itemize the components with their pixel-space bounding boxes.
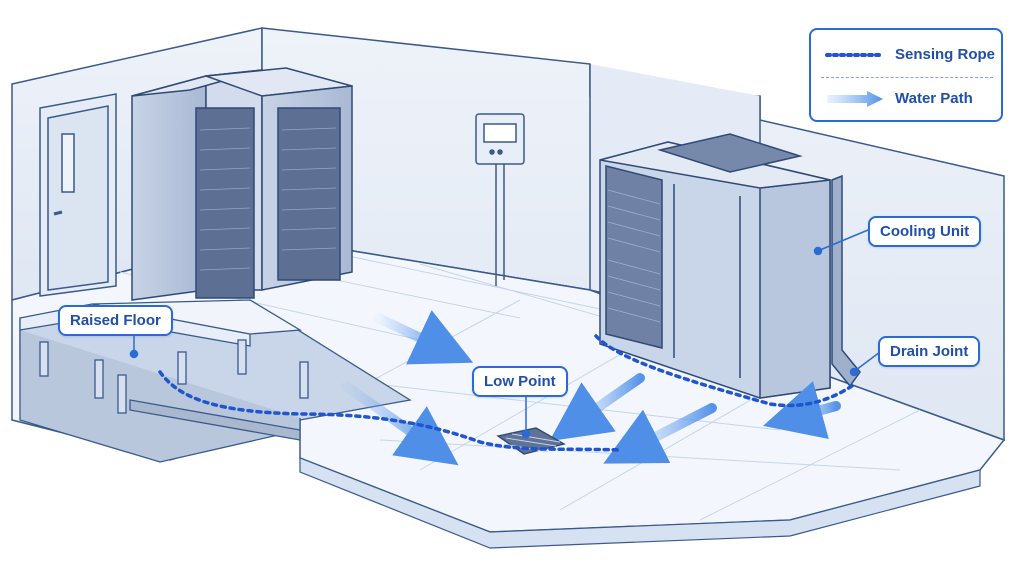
water-path-arrow-icon	[827, 91, 883, 107]
wall-control-panel	[475, 113, 525, 286]
raised-floor-structure	[19, 299, 412, 463]
sensing-rope	[158, 334, 854, 452]
water-path-arrows	[341, 310, 841, 466]
callout-cooling-unit: Cooling Unit	[868, 216, 982, 247]
legend: Sensing Rope Water Path	[809, 28, 1003, 122]
door	[39, 93, 117, 297]
cooling-unit-body	[599, 133, 861, 399]
legend-divider	[821, 77, 993, 78]
legend-item-sensing-rope: Sensing Rope	[823, 44, 996, 66]
callout-raised-floor: Raised Floor	[58, 305, 173, 336]
legend-item-water-path: Water Path	[823, 88, 993, 110]
legend-label-water-path: Water Path	[895, 90, 973, 107]
callout-low-point: Low Point	[472, 366, 568, 397]
legend-label-sensing-rope: Sensing Rope	[895, 46, 996, 63]
server-racks	[131, 67, 353, 301]
callout-leaders	[129, 229, 881, 439]
callout-drain-joint: Drain Joint	[878, 336, 981, 367]
sensing-rope-swatch-icon	[825, 53, 885, 57]
